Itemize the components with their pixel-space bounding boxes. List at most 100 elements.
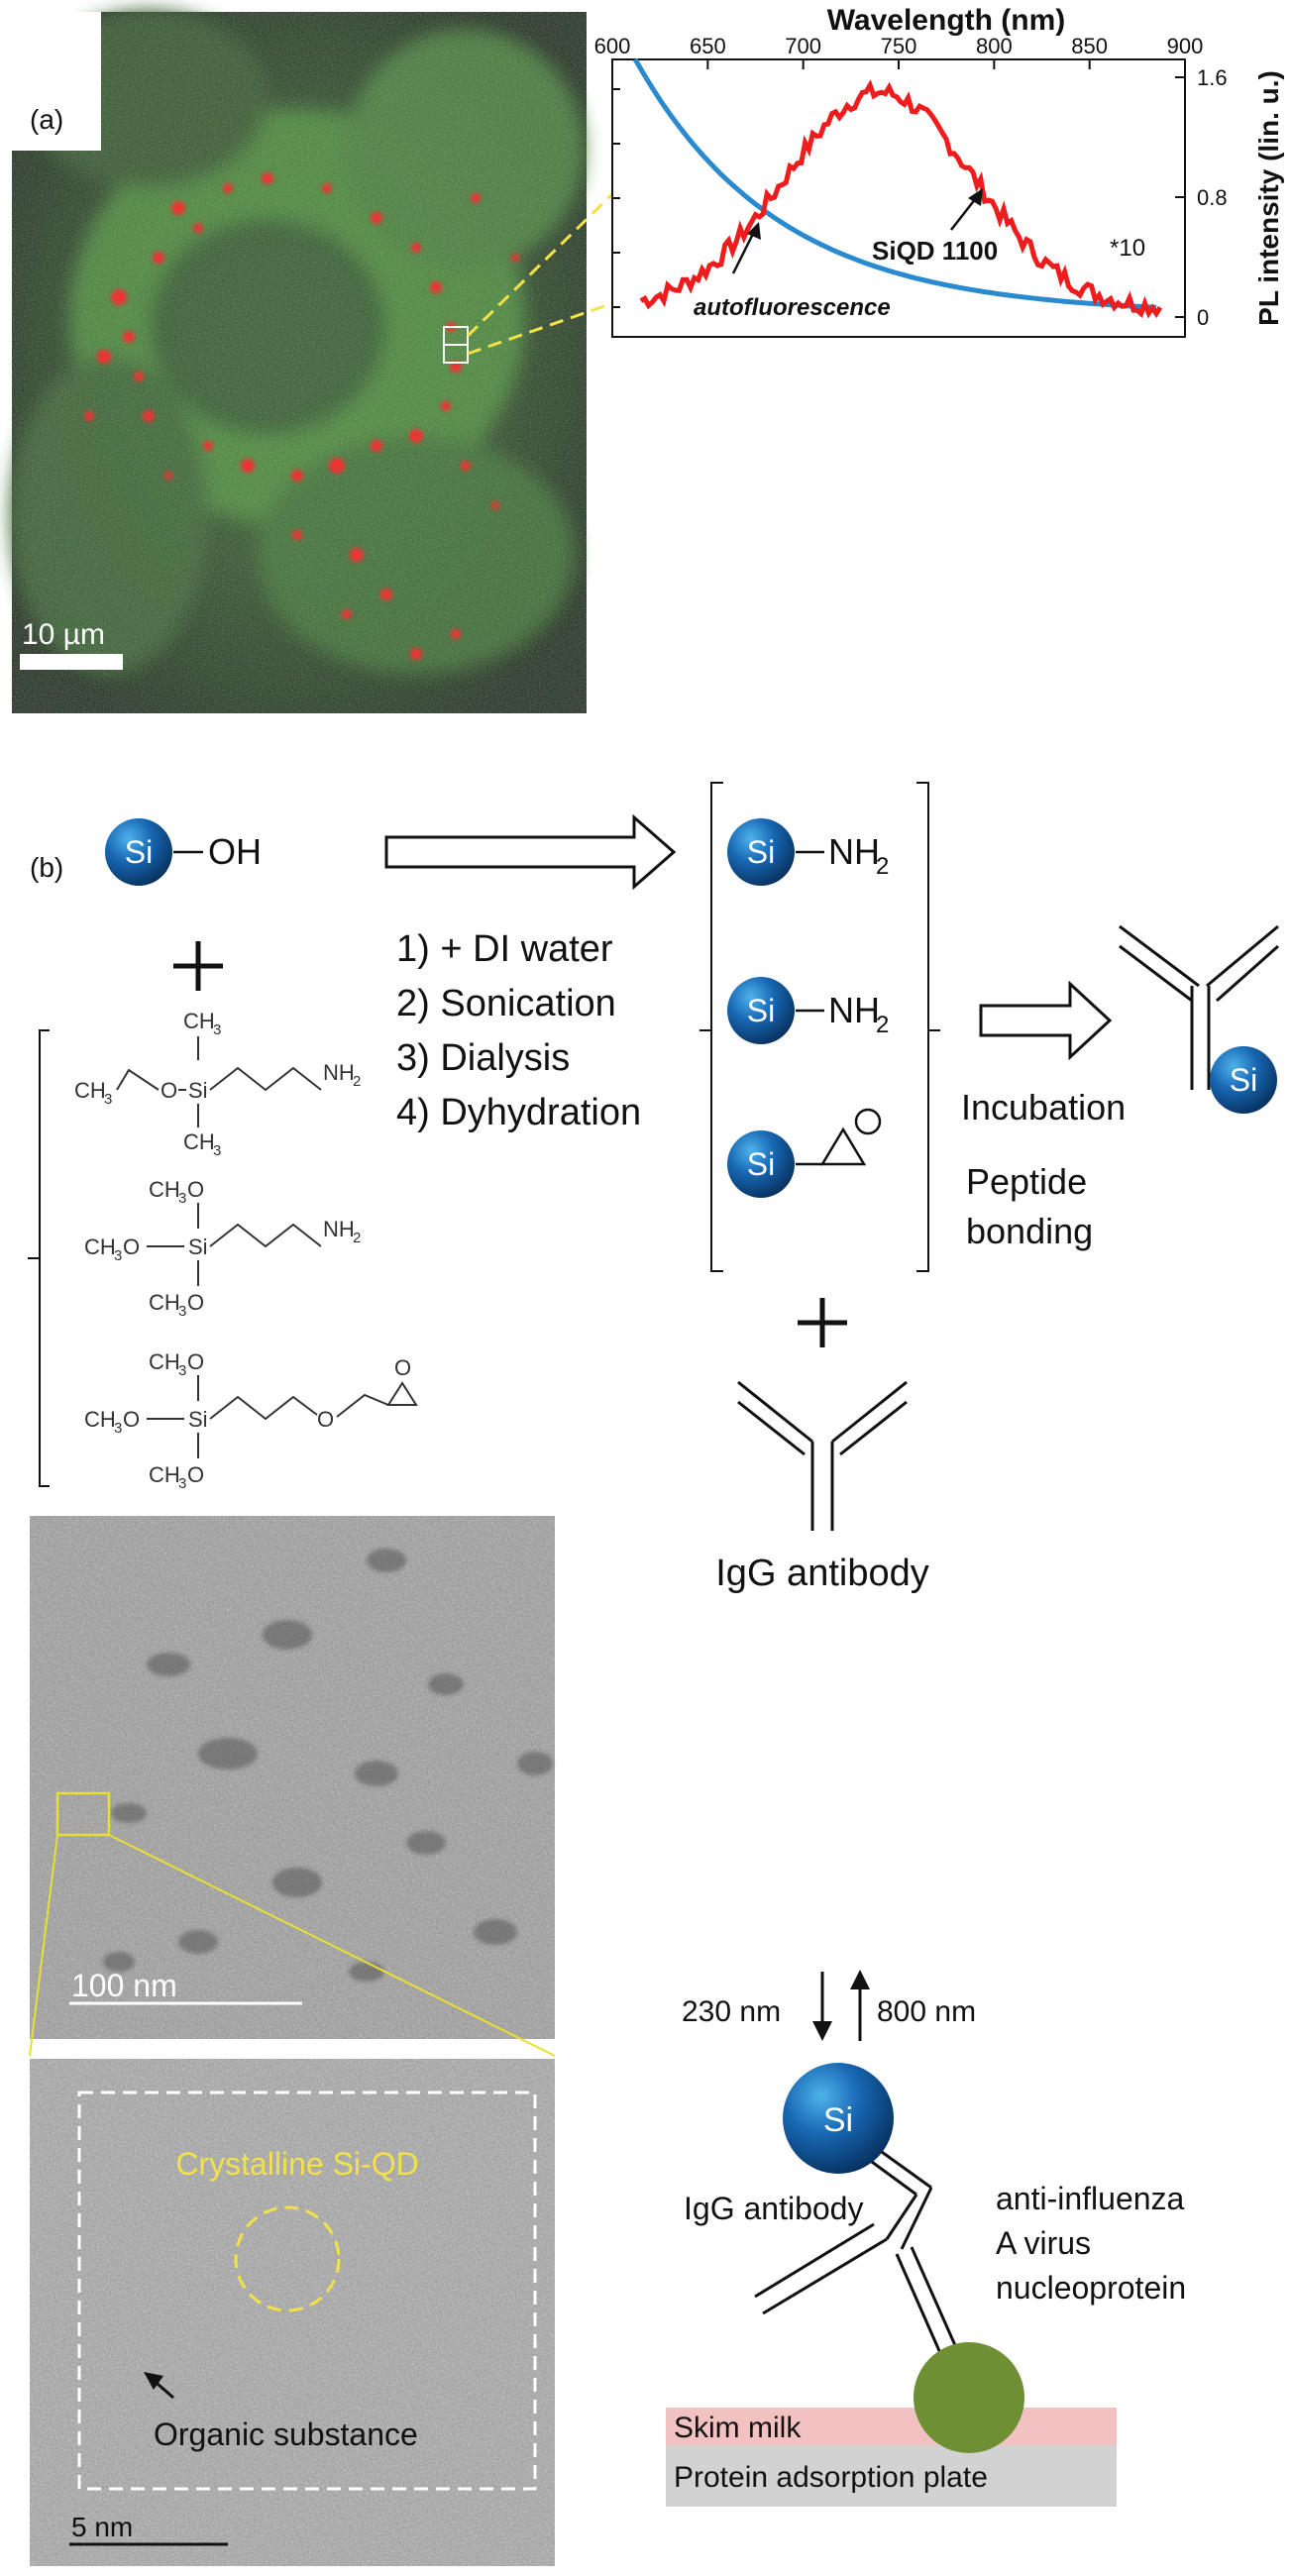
scale-bar-label: 10 µm: [22, 618, 105, 651]
si-conjugate-ball: [1210, 1046, 1277, 1114]
svg-text:O: O: [187, 1462, 204, 1487]
emission-label: 800 nm: [877, 1995, 976, 2028]
svg-text:CH: CH: [149, 1349, 180, 1374]
incubation-arrow: [979, 980, 1113, 1061]
x-tick-label: 600: [594, 34, 631, 58]
x-tick-label: 800: [976, 34, 1013, 58]
assay-antibody: [754, 2150, 968, 2379]
siqd-curve: [639, 79, 1163, 319]
si-quantum-dot: [783, 2063, 894, 2174]
crystalline-si-qd-circle: [234, 2205, 341, 2312]
si-nh2-product-2: Si NH2: [727, 977, 889, 1044]
svg-text:3: 3: [178, 1362, 186, 1379]
excitation-arrow: [812, 1972, 832, 2041]
process-steps: 1) + DI water 2) Sonication 3) Dialysis …: [396, 928, 641, 1133]
si-nh2-product-1: Si NH2: [727, 818, 889, 886]
svg-text:3: 3: [178, 1303, 186, 1320]
svg-text:2: 2: [353, 1073, 361, 1090]
virus-nucleoprotein: [914, 2342, 1024, 2453]
svg-text:CH: CH: [74, 1078, 106, 1103]
product-bracket-left: [710, 782, 723, 1272]
dashed-region-box: [77, 2091, 537, 2491]
multiplier-note: *10: [1110, 235, 1145, 262]
reaction-arrow: [384, 813, 677, 891]
svg-text:CH: CH: [84, 1234, 116, 1259]
svg-text:3: 3: [114, 1247, 122, 1264]
svg-text:CH: CH: [84, 1407, 116, 1432]
svg-text:O: O: [123, 1234, 140, 1259]
svg-text:CH: CH: [183, 1009, 215, 1033]
autofluorescence-curve: [632, 57, 1157, 310]
svg-text:O: O: [161, 1078, 177, 1103]
igg-antibody-icon: [737, 1380, 908, 1531]
svg-text:O: O: [394, 1355, 411, 1380]
svg-text:2) Sonication: 2) Sonication: [396, 983, 616, 1024]
scale-bar: [20, 654, 123, 670]
peptide-label-2: bonding: [966, 1211, 1093, 1251]
protein-adsorption-plate: [666, 2445, 1117, 2507]
y-axis-ticks: 1.60.80: [1175, 65, 1228, 330]
svg-text:Si: Si: [125, 834, 153, 870]
svg-text:3: 3: [178, 1190, 186, 1207]
tem-scale-label-large: 100 nm: [71, 1968, 177, 2003]
x-tick-label: 850: [1071, 34, 1108, 58]
svg-text:NH: NH: [323, 1060, 355, 1085]
chart-title: Wavelength (nm): [827, 4, 1066, 37]
svg-text:1) + DI water: 1) + DI water: [396, 928, 613, 970]
antibody-si-conjugate: [1119, 924, 1279, 1090]
plate-label: Protein adsorption plate: [674, 2461, 988, 2494]
plot-frame: [611, 58, 1186, 338]
svg-text:CH: CH: [183, 1129, 215, 1154]
skim-milk-label: Skim milk: [674, 2412, 802, 2444]
svg-text:3: 3: [213, 1142, 221, 1159]
panel-b-label: (b): [30, 852, 63, 883]
panel-a-label: (a): [30, 104, 63, 135]
svg-text:NH: NH: [323, 1217, 355, 1241]
x-tick-label: 900: [1167, 34, 1204, 58]
svg-text:2: 2: [876, 853, 889, 880]
svg-text:O: O: [317, 1407, 334, 1432]
target-label-3: nucleoprotein: [996, 2270, 1186, 2306]
svg-text:Si: Si: [747, 1146, 775, 1182]
si-oh-reactant: Si OH: [105, 818, 262, 886]
tem-scale-label-small: 5 nm: [71, 2512, 133, 2542]
tem-image-zoom: Crystalline Si-QD Organic substance 5 nm: [30, 2059, 555, 2566]
product-bracket-right: [916, 782, 929, 1272]
svg-text:Si: Si: [188, 1407, 208, 1432]
assay-igg-label: IgG antibody: [684, 2191, 863, 2226]
svg-text:2: 2: [353, 1230, 361, 1246]
svg-text:Si: Si: [747, 834, 775, 870]
y-tick-label: 0: [1197, 305, 1209, 330]
si-epoxide-product: Si: [727, 1108, 882, 1198]
svg-text:O: O: [123, 1407, 140, 1432]
svg-text:3: 3: [104, 1091, 112, 1108]
organic-label: Organic substance: [154, 2416, 418, 2452]
x-tick-label: 700: [785, 34, 821, 58]
peptide-label-1: Peptide: [966, 1161, 1087, 1202]
svg-text:Si: Si: [747, 993, 775, 1028]
svg-text:NH: NH: [828, 990, 880, 1030]
svg-text:Si: Si: [1230, 1062, 1257, 1098]
crystalline-label: Crystalline Si-QD: [175, 2146, 418, 2182]
y-axis-title: PL intensity (lin. u.): [1253, 70, 1284, 326]
excitation-label: 230 nm: [682, 1995, 781, 2028]
y-tick-label: 0.8: [1197, 185, 1228, 210]
tem-zoom-box: [55, 1791, 111, 1837]
zoom-line-upper: [466, 137, 671, 338]
svg-text:Si: Si: [188, 1234, 208, 1259]
svg-text:Si: Si: [188, 1078, 208, 1103]
target-label-2: A virus: [996, 2225, 1091, 2261]
tem-image-large: 100 nm: [30, 1516, 555, 2039]
svg-text:O: O: [187, 1290, 204, 1315]
zoom-line-lower: [467, 297, 625, 356]
target-label-1: anti-influenza: [996, 2181, 1185, 2216]
svg-text:3: 3: [178, 1475, 186, 1492]
plus-sign: [173, 941, 223, 991]
svg-text:O: O: [187, 1349, 204, 1374]
svg-text:2: 2: [876, 1012, 889, 1038]
svg-text:4) Dyhydration: 4) Dyhydration: [396, 1092, 641, 1133]
